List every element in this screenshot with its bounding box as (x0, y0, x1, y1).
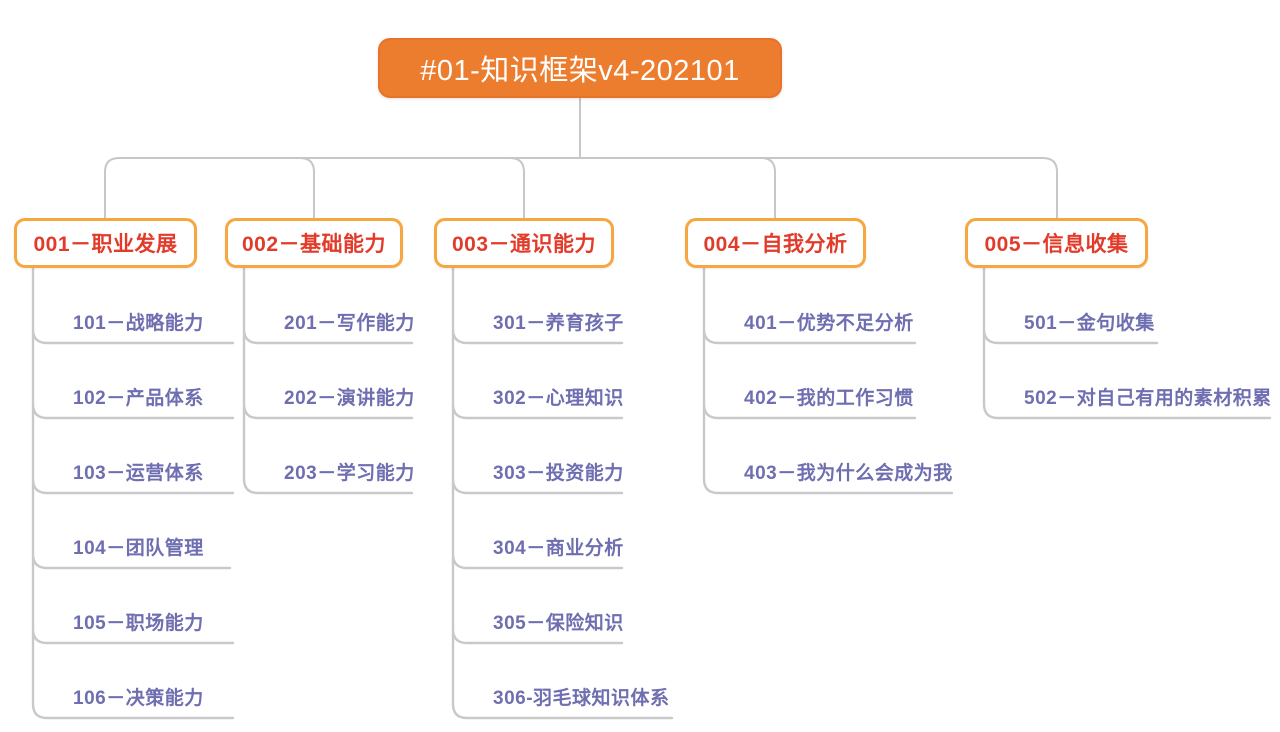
branch-node-004[interactable]: 004－自我分析 (685, 218, 866, 268)
child-node-101[interactable]: 101－战略能力 (73, 313, 204, 334)
child-node-502[interactable]: 502－对自己有用的素材积累 (1024, 388, 1272, 409)
connector-tree-002 (242, 266, 414, 495)
root-node[interactable]: #01-知识框架v4-202101 (378, 38, 782, 98)
child-node-402[interactable]: 402－我的工作习惯 (744, 388, 914, 409)
connector-drop-002 (299, 157, 315, 219)
child-node-102[interactable]: 102－产品体系 (73, 388, 204, 409)
child-node-401[interactable]: 401－优势不足分析 (744, 313, 914, 334)
child-node-302[interactable]: 302－心理知识 (493, 388, 624, 409)
branch-node-005[interactable]: 005－信息收集 (965, 218, 1148, 268)
connector-tree-004 (702, 266, 954, 495)
branch-node-002[interactable]: 002－基础能力 (225, 218, 403, 268)
connector-tree-005 (982, 266, 1272, 420)
child-node-103[interactable]: 103－运营体系 (73, 463, 204, 484)
child-node-203[interactable]: 203－学习能力 (284, 463, 415, 484)
branch-node-001[interactable]: 001－职业发展 (14, 218, 197, 268)
child-node-106[interactable]: 106－决策能力 (73, 688, 204, 709)
connector-tree-001 (31, 266, 235, 720)
branch-node-003[interactable]: 003－通识能力 (434, 218, 614, 268)
child-node-305[interactable]: 305－保险知识 (493, 613, 624, 634)
connector-drop-004 (760, 157, 776, 219)
child-node-303[interactable]: 303－投资能力 (493, 463, 624, 484)
child-node-403[interactable]: 403－我为什么会成为我 (744, 463, 953, 484)
child-node-306[interactable]: 306-羽毛球知识体系 (493, 688, 670, 709)
child-node-201[interactable]: 201－写作能力 (284, 313, 415, 334)
child-node-105[interactable]: 105－职场能力 (73, 613, 204, 634)
connector-tree-003 (451, 266, 674, 720)
child-node-304[interactable]: 304－商业分析 (493, 538, 624, 559)
connector-drop-003 (509, 157, 525, 219)
connector-rail (104, 157, 1058, 219)
child-node-301[interactable]: 301－养育孩子 (493, 313, 624, 334)
child-node-202[interactable]: 202－演讲能力 (284, 388, 415, 409)
child-node-501[interactable]: 501－金句收集 (1024, 313, 1155, 334)
child-node-104[interactable]: 104－团队管理 (73, 538, 204, 559)
